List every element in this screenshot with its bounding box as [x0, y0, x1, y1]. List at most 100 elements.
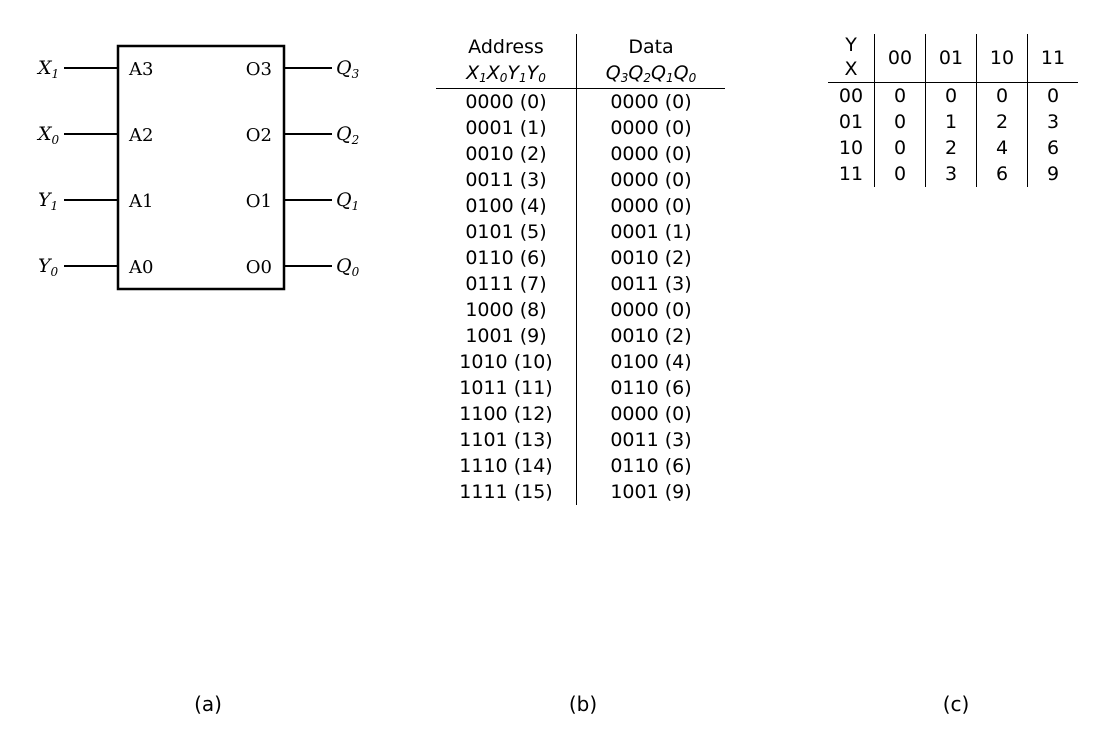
product-cell: 3	[925, 161, 977, 187]
product-cell: 0	[925, 82, 977, 109]
product-cell: 0	[874, 135, 926, 161]
mult-table-corner: Y X	[828, 34, 875, 83]
input-label-y1: Y1	[38, 189, 58, 213]
product-cell: 0	[1027, 82, 1078, 109]
var-letter: Q	[673, 62, 689, 85]
var-letter: Y	[507, 62, 520, 85]
var-subscript: 1	[479, 71, 487, 86]
address-cell: 0010 (2)	[465, 142, 547, 165]
product-cell: 3	[1027, 109, 1078, 135]
rom-chip-body	[116, 44, 286, 291]
address-cell: 1011 (11)	[459, 376, 553, 399]
data-cell: 0000 (0)	[576, 167, 725, 193]
corner-x-label: X	[844, 58, 858, 80]
row-header: 00	[838, 84, 864, 107]
table-row: 1101 (13) 0011 (3)	[436, 427, 725, 453]
address-cell: 1001 (9)	[465, 324, 547, 347]
input-label-x0: X0	[36, 123, 60, 147]
pin-label-a2: A2	[128, 125, 153, 146]
pin-label-o1: O1	[246, 191, 272, 212]
var-letter: X	[486, 62, 500, 85]
address-cell: 0011 (3)	[465, 168, 547, 191]
data-cell: 0100 (4)	[576, 349, 725, 375]
product-cell: 4	[976, 135, 1028, 161]
data-cell: 0000 (0)	[576, 141, 725, 167]
table-row: 0011 (3) 0000 (0)	[436, 167, 725, 193]
row-header: 10	[838, 136, 864, 159]
address-cell: 0100 (4)	[465, 194, 547, 217]
table-row: 0000 (0) 0000 (0)	[436, 88, 725, 115]
var-letter: Q	[605, 62, 621, 85]
input-label-y0: Y0	[38, 255, 59, 279]
table-row: 1000 (8) 0000 (0)	[436, 297, 725, 323]
product-cell: 6	[976, 161, 1028, 187]
data-cell: 1001 (9)	[576, 479, 725, 505]
data-cell: 0000 (0)	[576, 401, 725, 427]
data-cell: 0011 (3)	[576, 271, 725, 297]
product-cell: 2	[976, 109, 1028, 135]
data-vars-header: Q3Q2Q1Q0	[576, 60, 725, 89]
product-cell: 0	[874, 109, 926, 135]
pin-label-o3: O3	[246, 59, 272, 80]
pin-label-a0: A0	[128, 257, 153, 278]
col-header: 11	[1027, 34, 1078, 83]
product-cell: 9	[1027, 161, 1078, 187]
data-cell: 0110 (6)	[576, 453, 725, 479]
address-cell: 0101 (5)	[465, 220, 547, 243]
table-row: 1111 (15) 1001 (9)	[436, 479, 725, 505]
var-letter: X	[466, 62, 480, 85]
table-row: 1100 (12)0000 (0)	[436, 401, 725, 427]
output-label-q3: Q3	[336, 57, 360, 81]
product-cell: 6	[1027, 135, 1078, 161]
row-header: 11	[838, 162, 864, 185]
output-label-q0: Q0	[336, 255, 360, 279]
table-row: 0111 (7) 0011 (3)	[436, 271, 725, 297]
data-cell: 0000 (0)	[576, 297, 725, 323]
table-row: 1011 (11) 0110 (6)	[436, 375, 725, 401]
var-subscript: 1	[665, 71, 674, 86]
output-label-q1: Q1	[336, 189, 359, 213]
data-cell: 0010 (2)	[576, 245, 725, 271]
data-cell: 0011 (3)	[576, 427, 725, 453]
address-cell: 0110 (6)	[465, 246, 547, 269]
address-cell: 1110 (14)	[459, 454, 553, 477]
address-cell: 0001 (1)	[465, 116, 547, 139]
var-letter: Y	[526, 62, 539, 85]
output-label-q2: Q2	[336, 123, 359, 147]
table-row: 1110 (14) 0110 (6)	[436, 453, 725, 479]
data-cell: 0110 (6)	[576, 375, 725, 401]
address-cell: 1101 (13)	[459, 428, 553, 451]
data-cell: 0001 (1)	[576, 219, 725, 245]
address-data-table: Address Data X1X0Y1Y0 Q3Q2Q1Q0 0000 (0)0…	[436, 34, 725, 505]
var-subscript: 0	[538, 71, 546, 86]
address-cell: 1000 (8)	[465, 298, 547, 321]
address-cell: 0000 (0)	[465, 90, 547, 113]
var-subscript: 0	[688, 71, 697, 86]
product-cell: 0	[874, 82, 926, 109]
var-subscript: 0	[499, 71, 508, 86]
var-subscript: 1	[519, 71, 527, 86]
table-row: 0001 (1) 0000 (0)	[436, 115, 725, 141]
product-cell: 0	[976, 82, 1028, 109]
caption-c: (c)	[942, 692, 970, 716]
caption-a: (a)	[194, 692, 222, 716]
address-header: Address	[468, 35, 544, 58]
pin-label-o0: O0	[246, 257, 272, 278]
data-cell: 0000 (0)	[576, 88, 725, 115]
data-cell: 0000 (0)	[576, 115, 725, 141]
var-letter: Q	[628, 62, 644, 85]
row-header: 01	[838, 110, 864, 133]
col-header: 01	[925, 34, 977, 83]
address-cell: 1111 (15)	[459, 480, 553, 503]
table-row: 0110 (6) 0010 (2)	[436, 245, 725, 271]
product-cell: 2	[925, 135, 977, 161]
address-table-var-row: X1X0Y1Y0 Q3Q2Q1Q0	[436, 60, 725, 89]
corner-y-label: Y	[845, 34, 857, 57]
address-cell: 0111 (7)	[465, 272, 547, 295]
address-vars-header: X1X0Y1Y0	[436, 60, 577, 89]
product-cell: 1	[925, 109, 977, 135]
